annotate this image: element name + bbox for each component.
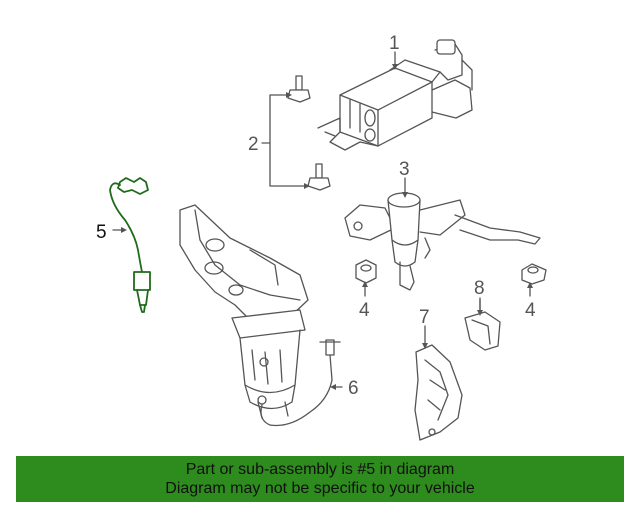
callout-3: 3 xyxy=(399,159,410,180)
callout-4-right: 4 xyxy=(525,300,536,321)
exhaust-manifold xyxy=(179,204,309,419)
callout-1: 1 xyxy=(389,33,400,54)
callout-5: 5 xyxy=(96,222,107,243)
leader-lines xyxy=(112,51,531,388)
banner-line-disclaimer: Diagram may not be specific to your vehi… xyxy=(165,480,475,497)
callout-4-left: 4 xyxy=(359,300,370,321)
callout-8: 8 xyxy=(474,278,485,299)
info-banner: Part or sub-assembly is #5 in diagram Di… xyxy=(16,456,624,502)
part-2-bolts[interactable] xyxy=(287,75,331,191)
banner-line-part: Part or sub-assembly is #5 in diagram xyxy=(185,461,455,478)
part-7-heat-shield[interactable] xyxy=(414,344,463,441)
parts-diagram: 1 2 3 4 4 5 6 7 8 xyxy=(96,33,547,441)
callout-7: 7 xyxy=(419,307,430,328)
part-5-o2-sensor-upstream[interactable] xyxy=(109,177,151,313)
leader-arrowheads xyxy=(121,64,533,390)
part-3-purge-valve[interactable] xyxy=(344,192,541,291)
part-6-o2-sensor-downstream[interactable] xyxy=(257,339,341,427)
part-8-bracket[interactable] xyxy=(464,299,501,351)
part-4-nut-left[interactable] xyxy=(355,259,377,284)
callout-2: 2 xyxy=(248,134,259,155)
part-4-nut-right[interactable] xyxy=(521,263,547,285)
part-1-canister[interactable] xyxy=(317,39,473,151)
callout-6: 6 xyxy=(348,378,359,399)
